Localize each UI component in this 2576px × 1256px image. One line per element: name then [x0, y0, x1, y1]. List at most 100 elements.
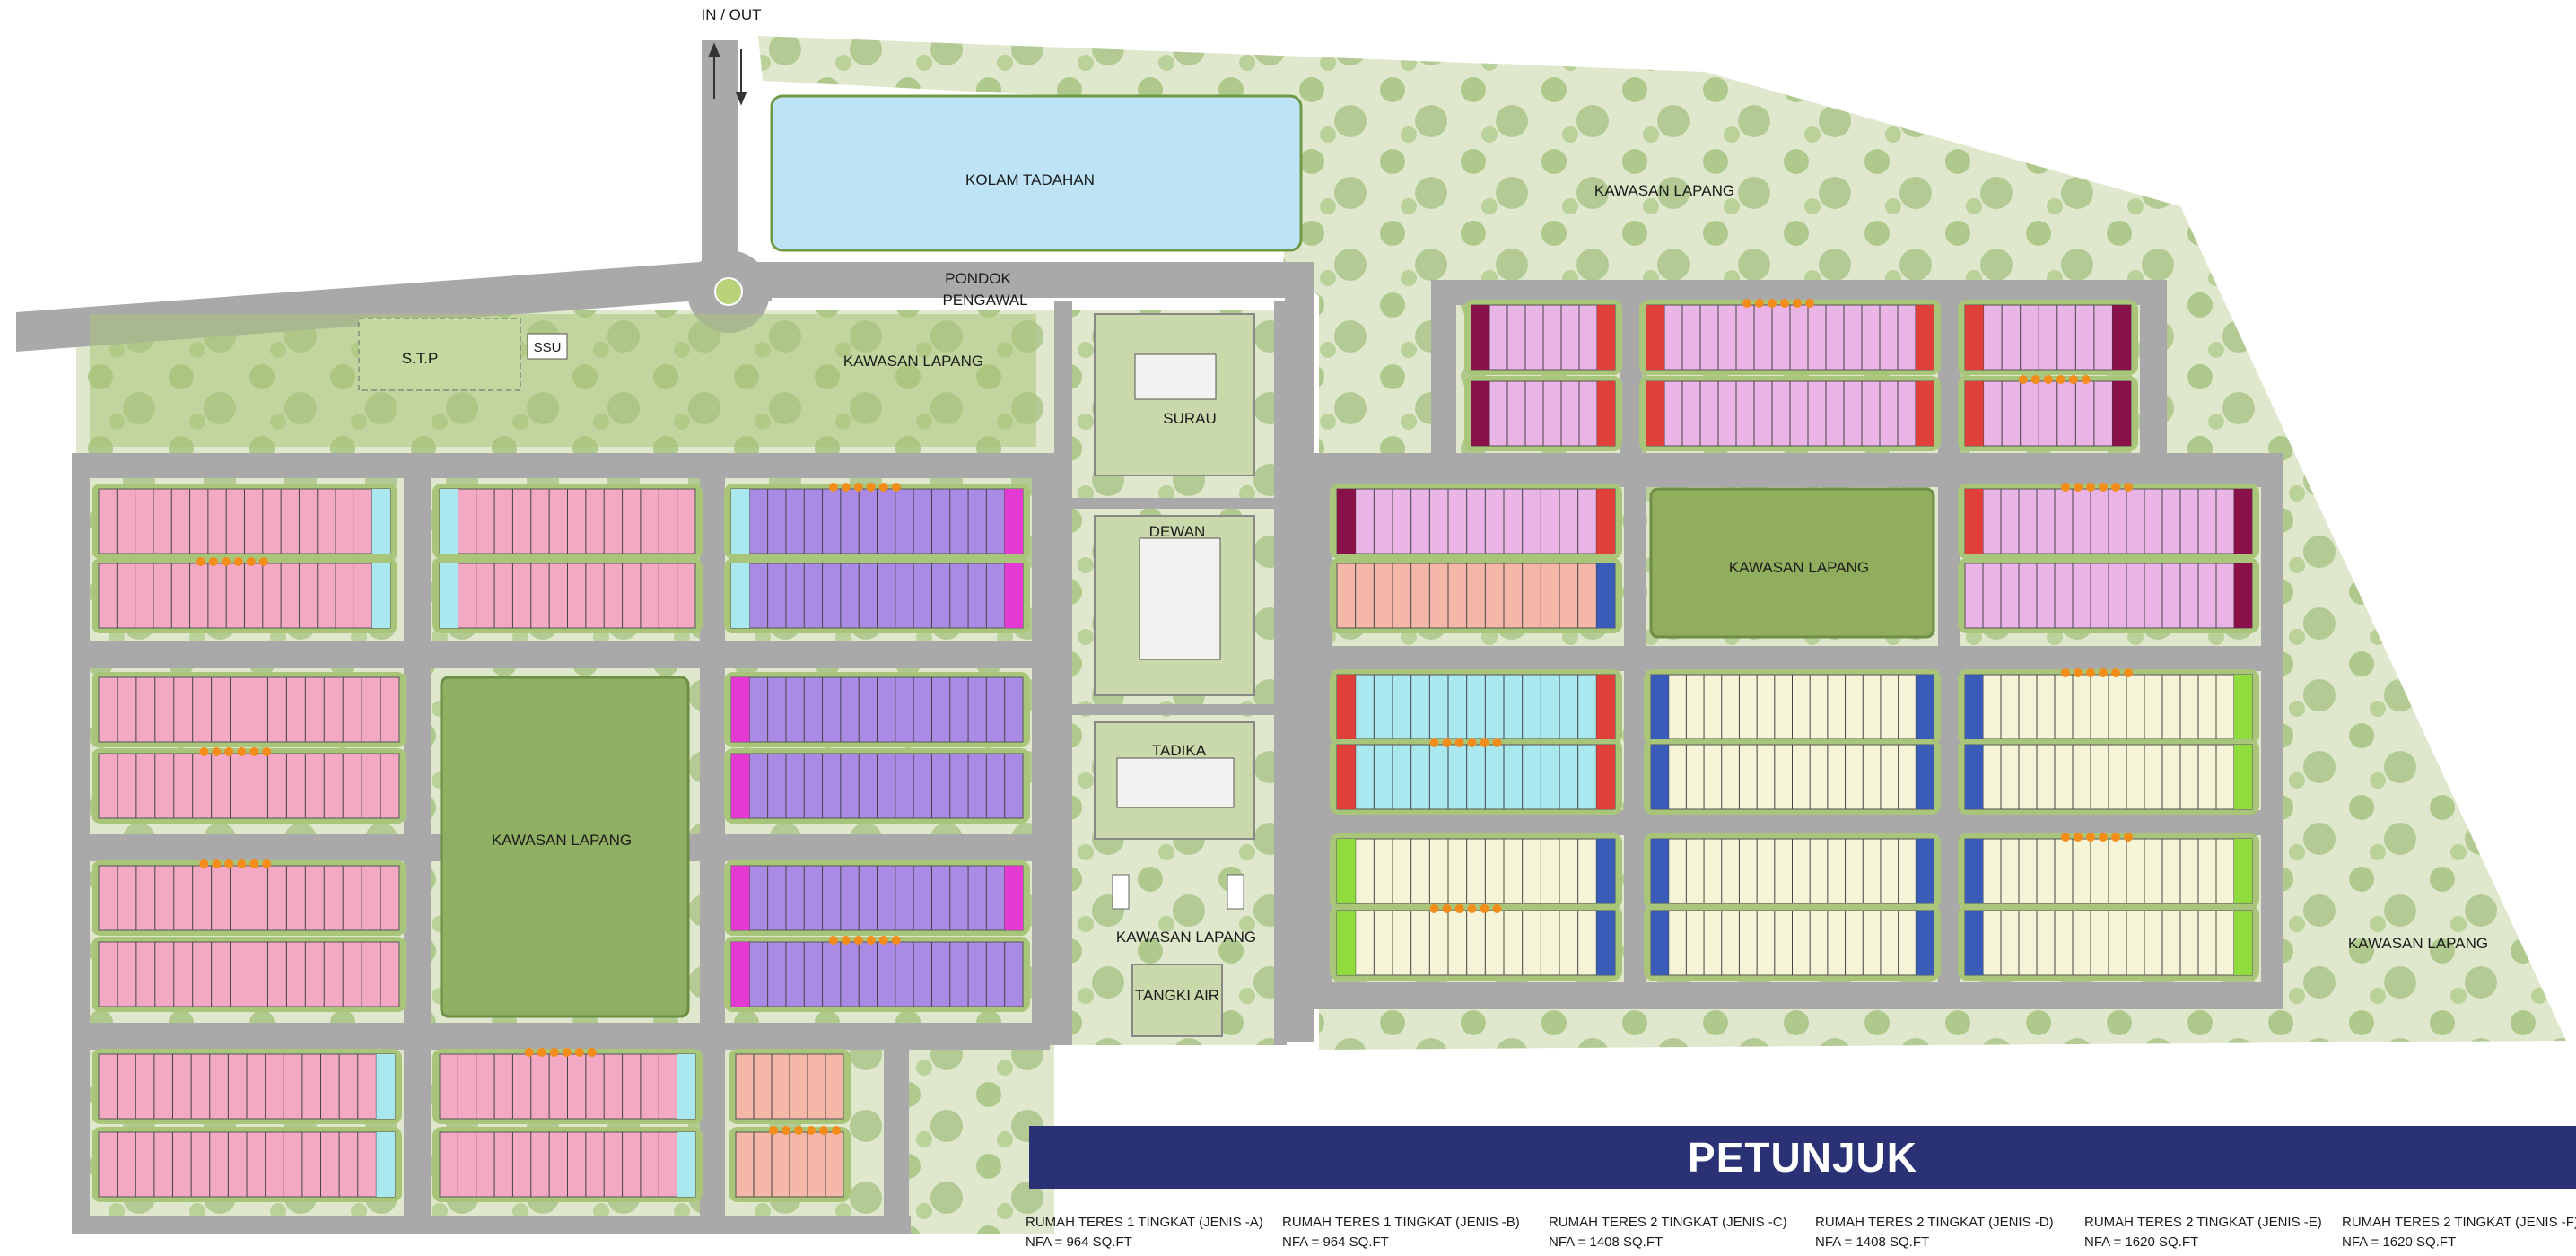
street-lamp: [2086, 668, 2095, 677]
end-lot: [1965, 745, 1983, 809]
street-lamp: [1467, 904, 1477, 913]
end-lot: [371, 563, 390, 628]
street-lamp: [1429, 738, 1439, 747]
end-lot: [1004, 489, 1023, 554]
housing-row: [724, 672, 1030, 747]
legend-item-type-e: RUMAH TERES 2 TINGKAT (JENIS -E) NFA = 1…: [2084, 1213, 2322, 1252]
street-lamp: [832, 1126, 841, 1135]
housing-row: [1644, 669, 1941, 745]
row-block: [1336, 488, 1616, 554]
street-lamp: [1780, 299, 1789, 308]
street-lamp: [2074, 483, 2083, 492]
end-lot: [440, 563, 458, 628]
end-lot: [1916, 381, 1934, 446]
housing-row: [432, 484, 703, 559]
kawasan-lapang-se-label: KAWASAN LAPANG: [2348, 935, 2488, 952]
end-lot: [1337, 489, 1356, 554]
street-lamp: [224, 747, 234, 756]
housing-row: [724, 483, 1030, 559]
end-lot: [1004, 563, 1023, 628]
street-lamp: [224, 859, 234, 868]
legend-item-name: RUMAH TERES 2 TINGKAT (JENIS -C): [1549, 1215, 1787, 1230]
street-lamp: [1480, 738, 1489, 747]
legend-item-type-f: RUMAH TERES 2 TINGKAT (JENIS -F) NFA = 1…: [2342, 1213, 2576, 1252]
row-block: [1336, 838, 1616, 904]
end-lot: [2234, 839, 2252, 903]
tangki-air-label: TANGKI AIR: [1135, 987, 1219, 1004]
street-lamp: [2061, 483, 2070, 492]
map-labels: IN / OUT KOLAM TADAHAN PONDOK PENGAWAL S…: [402, 6, 2488, 1004]
in-out-label: IN / OUT: [701, 6, 761, 23]
street-lamp: [196, 557, 205, 566]
row-block: [1964, 304, 2132, 371]
ssu-plot: [527, 333, 568, 360]
housing-row: [432, 1048, 703, 1124]
kawasan-lapang-east-park: [1649, 487, 1935, 639]
end-lot: [376, 1054, 395, 1119]
housing-row: [1330, 904, 1622, 981]
kawasan-lapang-ne-label: KAWASAN LAPANG: [1594, 182, 1734, 199]
street-lamp: [233, 557, 243, 566]
legend-item-name: RUMAH TERES 1 TINGKAT (JENIS -A): [1026, 1215, 1263, 1230]
end-lot: [1916, 745, 1934, 809]
housing-row: [92, 1049, 402, 1124]
housing-row: [729, 1049, 851, 1124]
end-lot: [731, 942, 750, 1007]
legend-title: PETUNJUK: [1688, 1134, 1917, 1181]
housing-row: [1958, 558, 2259, 633]
housing-row: [1958, 833, 2259, 909]
dewan-building: [1139, 537, 1221, 660]
street-lamp: [1480, 904, 1489, 913]
stp-label: S.T.P: [402, 350, 439, 367]
street-lamp: [891, 936, 901, 945]
street-lamp: [199, 859, 209, 868]
end-lot: [1337, 745, 1356, 809]
end-lot: [677, 1054, 695, 1119]
end-lot: [1596, 489, 1615, 554]
housing-row: [1958, 483, 2259, 559]
row-block: [1336, 674, 1616, 740]
kawasan-lapang-nw-label: KAWASAN LAPANG: [843, 353, 983, 370]
street-lamp: [2086, 483, 2095, 492]
legend-items: RUMAH TERES 1 TINGKAT (JENIS -A) NFA = 9…: [1026, 1213, 2576, 1256]
street-lamp: [237, 747, 247, 756]
end-lot: [1596, 675, 1615, 739]
street-lamp: [1442, 738, 1452, 747]
housing-row: [1464, 300, 1622, 375]
street-lamp: [2124, 668, 2133, 677]
street-lamp: [1454, 738, 1464, 747]
housing-row: [724, 748, 1030, 824]
end-lot: [371, 489, 390, 554]
housing-row: [92, 747, 406, 824]
legend-item-name: RUMAH TERES 2 TINGKAT (JENIS -D): [1815, 1215, 2054, 1230]
street-lamp: [2111, 668, 2120, 677]
legend-item-nfa: NFA = 1408 SQ.FT: [1815, 1234, 1930, 1250]
end-lot: [1965, 911, 1983, 975]
street-lamp: [249, 859, 259, 868]
end-lot: [2234, 745, 2252, 809]
end-lot: [1596, 839, 1615, 903]
end-lot: [1965, 381, 1984, 446]
end-lot: [1337, 675, 1356, 739]
tadika-building: [1116, 757, 1235, 808]
legend-item-name: RUMAH TERES 2 TINGKAT (JENIS -F): [2342, 1215, 2576, 1230]
housing-row: [1330, 484, 1622, 559]
street-lamp: [1768, 299, 1777, 308]
end-lot: [1916, 911, 1934, 975]
end-lot: [677, 1132, 695, 1197]
legend-item-type-d: RUMAH TERES 2 TINGKAT (JENIS -D) NFA = 1…: [1815, 1213, 2054, 1252]
row-block: [1964, 380, 2132, 447]
housing-row: [1958, 905, 2259, 981]
street-lamp: [524, 1048, 534, 1057]
street-lamp: [2111, 483, 2120, 492]
street-lamp: [1467, 738, 1477, 747]
legend-bar: PETUNJUK: [1029, 1126, 2576, 1189]
end-lot: [1337, 839, 1356, 903]
end-lot: [1004, 866, 1023, 930]
pondok-label: PONDOK: [945, 270, 1011, 287]
street-lamp: [2099, 668, 2108, 677]
housing-row: [1639, 376, 1941, 451]
housing-row: [724, 860, 1030, 936]
kawasan-lapang-east-label: KAWASAN LAPANG: [1729, 559, 1869, 576]
legend-item-nfa: NFA = 964 SQ.FT: [1282, 1234, 1389, 1250]
